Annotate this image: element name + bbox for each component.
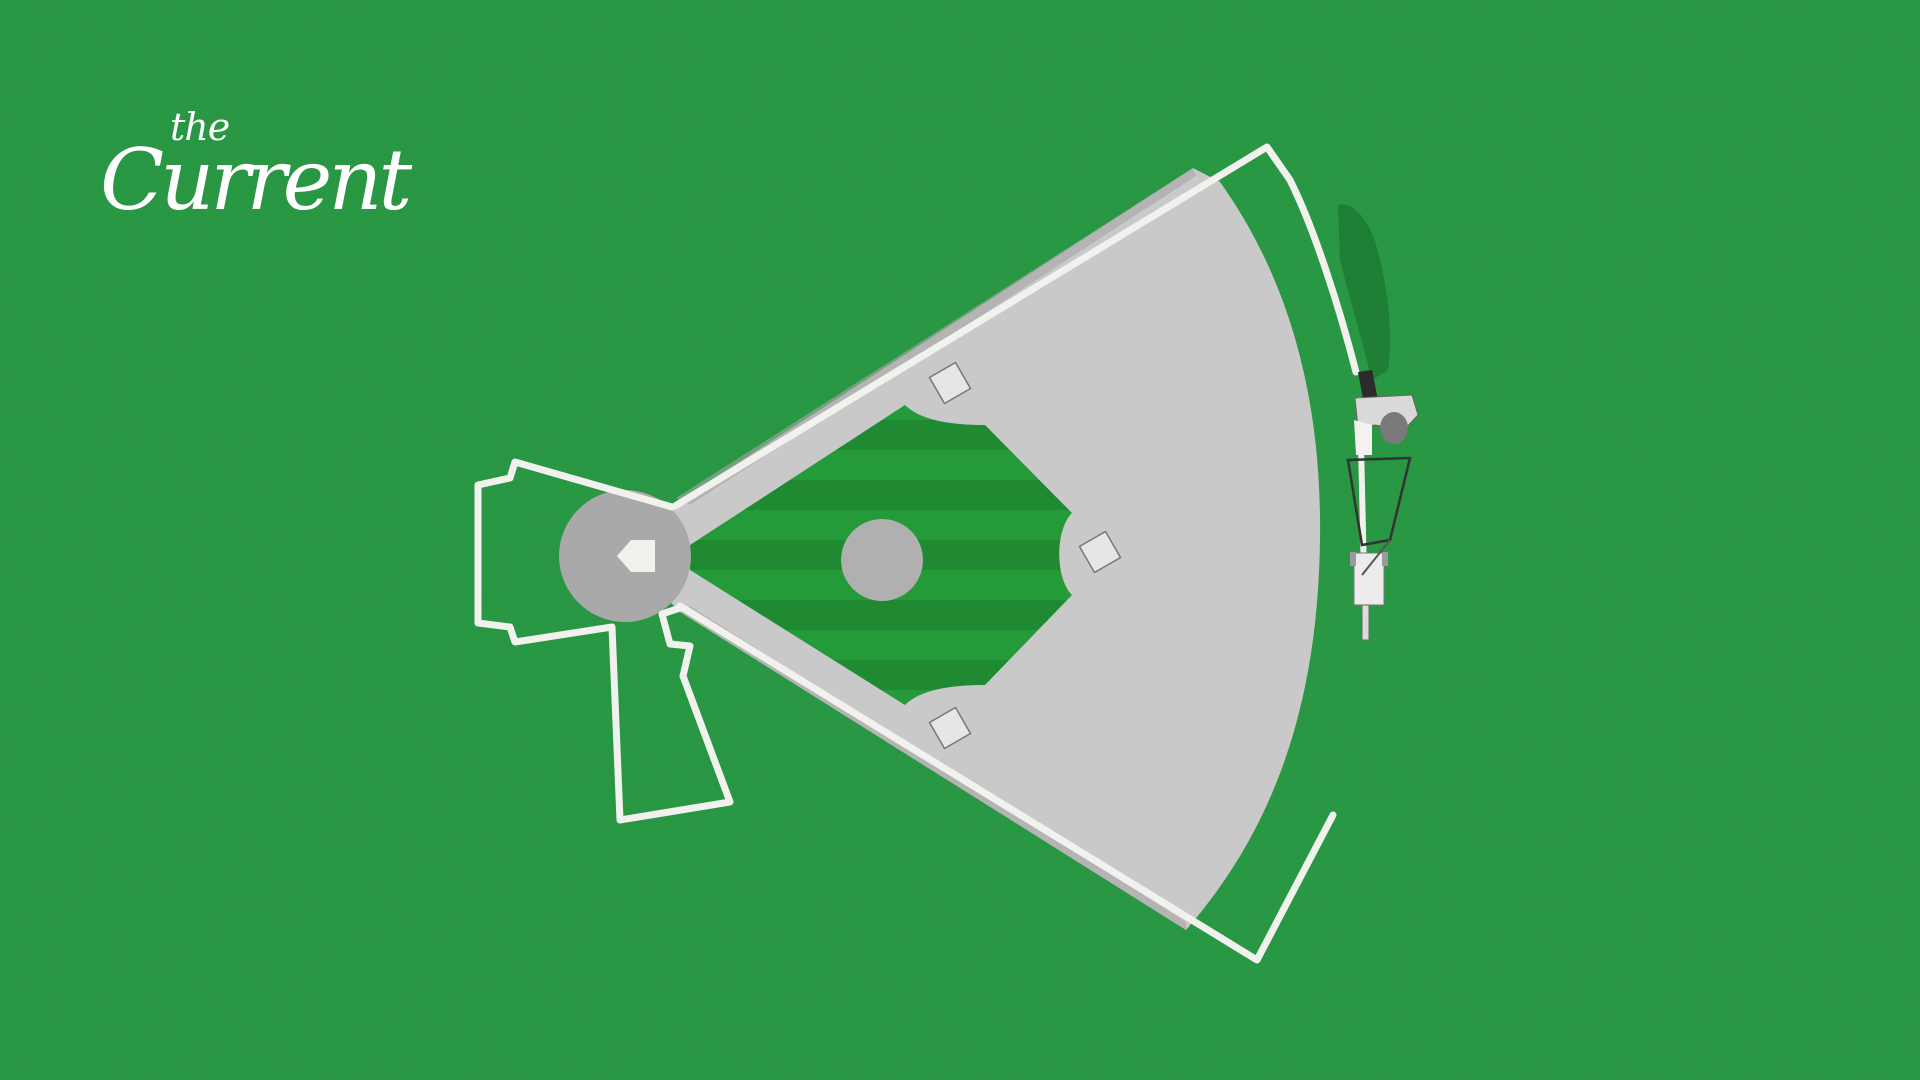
chalk-lines (474, 143, 1368, 964)
third-base (928, 361, 972, 405)
home-plate (617, 540, 655, 572)
second-base (1078, 530, 1122, 574)
foul-line-right (676, 602, 1337, 964)
batters-box-outline (474, 458, 734, 824)
groundskeeper-shadow (1338, 204, 1390, 380)
logo-prefix: the (170, 105, 230, 149)
first-base (928, 706, 972, 750)
logo-name: Current (100, 131, 412, 229)
line-marker-cart (1346, 456, 1412, 641)
foul-line-left (671, 143, 1360, 510)
groundskeeper (1354, 370, 1419, 455)
pitchers-mound (841, 519, 923, 601)
